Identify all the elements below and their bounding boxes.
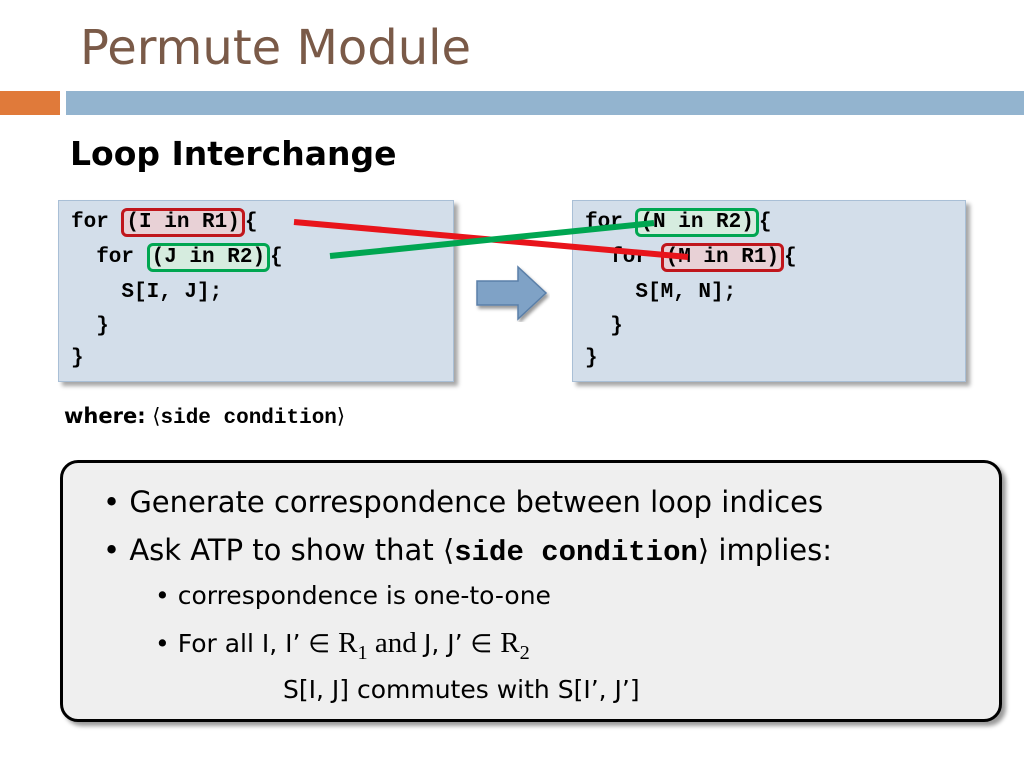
code-box-interchanged: for (N in R2){ for (M in R1){ S[M, N]; }… [572, 200, 966, 382]
code-line: } [71, 347, 84, 370]
set-r1: R1 [338, 627, 368, 664]
code-brace: { [244, 211, 258, 234]
bullet-item: • Ask ATP to show that ⟨side condition⟩ … [103, 533, 832, 569]
code-line: S[I, J]; [71, 281, 223, 304]
code-line: for (J in R2){ [71, 243, 283, 273]
code-line: for (N in R2){ [585, 208, 771, 238]
sub-bullet-item: • For all I, I’ ∈ R1 and J, J’ ∈ R2 [155, 627, 530, 665]
where-clause: where: ⟨side condition⟩ [64, 404, 345, 430]
code-line: } [585, 315, 623, 338]
side-condition: side condition [160, 407, 337, 430]
code-brace: { [270, 246, 283, 269]
angle-close: ⟩ [697, 533, 710, 567]
code-box-original: for (I in R1){ for (J in R2){ S[I, J]; }… [58, 200, 454, 382]
right-arrow-icon [476, 265, 548, 321]
bullet-text: J, J’ ∈ [424, 629, 501, 658]
code-keyword: for [585, 246, 661, 269]
bullet-item: • Generate correspondence between loop i… [103, 485, 823, 519]
title-accent-orange [0, 91, 60, 115]
code-line: for (M in R1){ [585, 243, 797, 273]
code-line: } [71, 315, 109, 338]
commute-statement: S[I, J] commutes with S[I’, J’] [283, 675, 640, 704]
bullet-text: correspondence is one-to-one [177, 581, 551, 610]
title-accent-blue [66, 91, 1024, 115]
angle-open: ⟨ [152, 404, 161, 428]
loop-header-outer: (N in R2) [635, 208, 759, 237]
code-keyword: for [71, 246, 147, 269]
bullet-dot: • [103, 485, 121, 519]
code-keyword: for [71, 211, 122, 234]
and-word: and [367, 627, 424, 659]
side-condition: side condition [454, 536, 698, 569]
code-brace: { [784, 246, 797, 269]
bullet-text: implies: [709, 533, 832, 567]
section-heading: Loop Interchange [70, 134, 397, 173]
code-brace: { [758, 211, 772, 234]
angle-close: ⟩ [336, 404, 346, 428]
bullet-text: Generate correspondence between loop ind… [129, 485, 824, 519]
code-line: for (I in R1){ [71, 208, 257, 238]
slide-title: Permute Module [80, 20, 471, 76]
explanation-box: • Generate correspondence between loop i… [60, 460, 1002, 722]
loop-header-inner: (M in R1) [660, 243, 785, 272]
bullet-dot: • [103, 533, 121, 567]
code-line: S[M, N]; [585, 281, 737, 304]
bullet-dot: • [155, 629, 170, 658]
loop-header-outer: (I in R1) [121, 208, 245, 237]
angle-open: ⟨ [442, 533, 455, 567]
sub-bullet-item: • correspondence is one-to-one [155, 581, 551, 610]
where-label: where: [64, 404, 146, 428]
set-r2: R2 [500, 627, 530, 664]
bullet-text: Ask ATP to show that [129, 533, 443, 567]
code-keyword: for [585, 211, 636, 234]
bullet-text: For all I, I’ ∈ [177, 629, 339, 658]
bullet-dot: • [155, 581, 170, 610]
code-line: } [585, 347, 598, 370]
loop-header-inner: (J in R2) [146, 243, 271, 272]
